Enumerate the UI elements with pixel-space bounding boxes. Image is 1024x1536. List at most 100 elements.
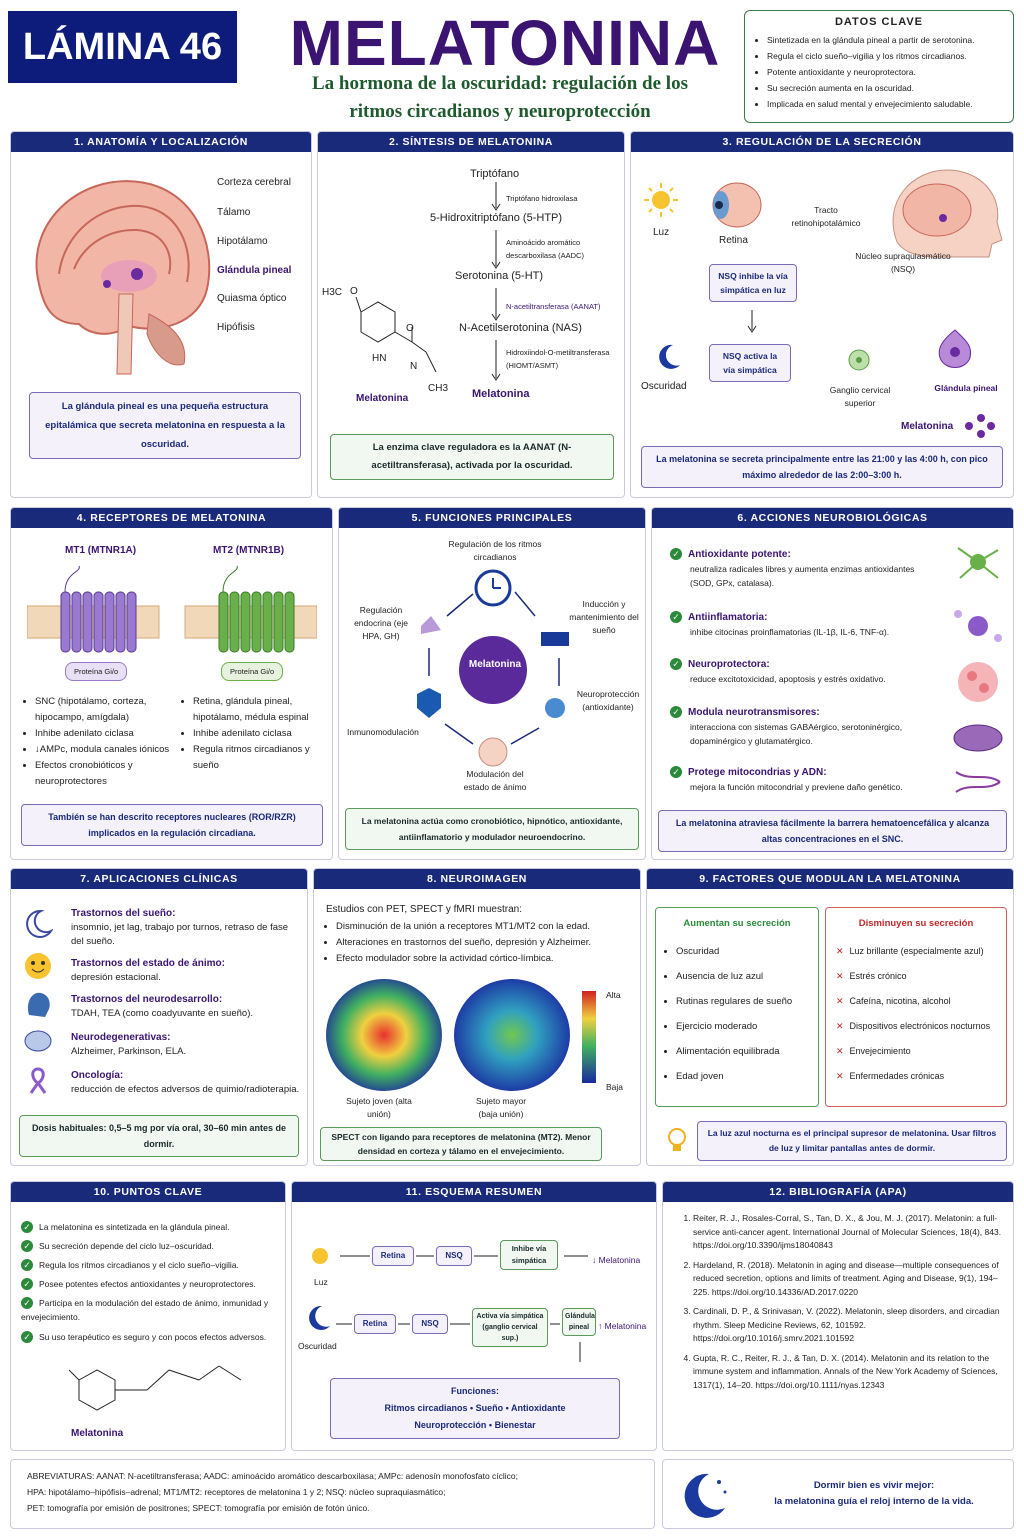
abbreviations-line: ABREVIATURAS: AANAT: N-acetiltransferasa… [27,1471,519,1481]
synthesis-note: La enzima clave reguladora es la AANAT (… [330,434,614,480]
sun-icon [644,183,678,217]
label-oscuridad: Oscuridad [298,1341,337,1351]
panel-title: 1. ANATOMÍA Y LOCALIZACIÓN [11,132,311,152]
mol-o: O [350,286,358,297]
quote-box: Dormir bien es vivir mejor:la melatonina… [662,1459,1014,1529]
label-g-protein-1: Proteína Gi/o [65,662,128,681]
factors-note: La luz azul nocturna es el principal sup… [697,1121,1007,1161]
box-pineal: Glándula pineal [562,1308,596,1336]
melatonin-molecule [355,296,437,373]
reference: Reiter, R. J., Rosales-Corral, S., Tan, … [693,1212,1003,1253]
box-inhibits: Inhibe vía simpática [500,1240,558,1270]
key-point: ✓Su secreción depende del ciclo luz–oscu… [21,1239,281,1253]
summary-functions: Funciones:Ritmos circadianos • Sueño • A… [330,1378,620,1439]
label-melatonin-out: Melatonina [901,421,954,432]
panel-title: 2. SÍNTESIS DE MELATONINA [318,132,624,152]
func-mood: Modulación del estado de ánimo [463,769,527,792]
factor-up: Ejercicio moderado [676,1014,818,1039]
mol-n: N [410,361,418,372]
panel-factors: 9. FACTORES QUE MODULAN LA MELATONINA Au… [646,868,1014,1166]
neuron-icon [957,547,999,579]
func-endocrine: Regulación endocrina (eje HPA, GH) [354,605,408,641]
label-pineal: Glándula pineal [217,265,292,276]
melatonin-structure [68,1365,242,1411]
factor-down: ✕Luz brillante (especialmente azul) [836,946,984,956]
mt2-list: Retina, glándula pineal, hipotálamo, méd… [177,694,327,774]
panel-title: 11. ESQUEMA RESUMEN [292,1182,656,1202]
page-subtitle: La hormona de la oscuridad: regulación d… [312,73,688,122]
label-old: Sujeto mayor (baja unión) [475,1096,527,1119]
reference: Hardeland, R. (2018). Melatonin in aging… [693,1259,1003,1300]
factor-up: Edad joven [676,1064,818,1089]
key-data-box: DATOS CLAVE Sintetizada en la glándula p… [744,10,1014,123]
mt1-item: SNC (hipotálamo, corteza, hipocampo, amí… [35,694,171,726]
receptor-membrane-illustration [27,565,317,653]
scale-high: Alta [606,990,621,1000]
melatonin-molecules-icon [965,414,995,438]
key-data-item: Implicada en salud mental y envejecimien… [767,96,1003,112]
synthesis-arrows [491,182,501,381]
mitochondria-icon [953,724,1003,752]
enzyme-aanat: N-acetiltransferasa (AANAT) [506,302,601,311]
smiley-icon [25,953,51,979]
panel-title: 6. ACCIONES NEUROBIOLÓGICAS [652,508,1013,528]
clinical-item: Trastornos del estado de ánimo:depresión… [71,958,225,983]
panel-clinical: 7. APLICACIONES CLÍNICAS Trastornos del … [10,868,308,1166]
box-retina-day: Retina [372,1246,414,1266]
mt2-item: Regula ritmos circadianos y sueño [193,742,327,774]
action-item: ✓Modula neurotransmisores:interacciona c… [670,706,940,748]
label-nsq: Núcleo supraquiasmático (NSQ) [855,251,951,274]
action-item: ✓Neuroprotectora:reduce excitotoxicidad,… [670,658,940,686]
key-data-item: Su secreción aumenta en la oscuridad. [767,80,1003,96]
moon-icon [659,344,680,369]
clinical-note: Dosis habituales: 0,5–5 mg por vía oral,… [19,1115,299,1157]
clinical-item: Trastornos del neurodesarrollo:TDAH, TEA… [71,994,253,1019]
key-data-item: Regula el ciclo sueño–vigilia y los ritm… [767,48,1003,64]
head-icon [27,992,50,1017]
reference: Gupta, R. C., Reiter, R. J., & Tan, D. X… [693,1352,1003,1393]
panel-title: 8. NEUROIMAGEN [314,869,640,889]
func-immune: Inmunomodulación [347,727,419,737]
brain-scans-image [326,979,570,1091]
ganglion-icon [848,349,870,371]
factors-up-title: Aumentan su secreción [683,918,791,929]
mol-label: Melatonina [71,1428,124,1439]
key-point: ✓Posee potentes efectos antioxidantes y … [21,1277,281,1291]
box-nsq-day: NSQ [436,1246,472,1266]
label-young: Sujeto joven (alta unión) [346,1096,412,1119]
immune-cell-icon [954,610,1002,642]
box-activates: Activa vía simpática (ganglio cervical s… [472,1308,548,1347]
panel-neuroimaging: 8. NEUROIMAGEN Estudios con PET, SPECT y… [313,868,641,1166]
panel-bibliography: 12. BIBLIOGRAFÍA (APA) Reiter, R. J., Ro… [662,1181,1014,1451]
neuro-item: Efecto modulador sobre la actividad córt… [336,951,630,967]
enzyme-aadc: Aminoácido aromático descarboxilasa (AAD… [506,238,584,260]
factor-down: ✕Dispositivos electrónicos nocturnos [836,1021,991,1031]
key-point: ✓Su uso terapéutico es seguro y con poco… [21,1330,281,1344]
neuro-note: SPECT con ligando para receptores de mel… [320,1127,602,1161]
key-data-item: Sintetizada en la glándula pineal a part… [767,32,1003,48]
label-mt1: MT1 (MTNR1A) [65,545,137,556]
label-thalamus: Tálamo [217,207,251,218]
abbreviations-line: PET: tomografía por emisión de positrone… [27,1503,370,1513]
moon-stars-icon [684,1473,727,1518]
actions-note: La melatonina atraviesa fácilmente la ba… [658,810,1007,852]
brain-icon [24,1030,52,1052]
factors-down-box: Disminuyen su secreción ✕Luz brillante (… [825,907,1007,1107]
label-pituitary: Hipófisis [217,322,255,333]
label-retina: Retina [719,235,748,246]
neuro-item: Alteraciones en trastornos del sueño, de… [336,935,630,951]
factor-down: ✕Enfermedades crónicas [836,1071,945,1081]
label-pineal-gland: Glándula pineal [934,383,998,393]
abbreviations-box: ABREVIATURAS: AANAT: N-acetiltransferasa… [10,1459,655,1529]
color-scale-bar [582,991,596,1083]
mt1-item: Efectos cronobióticos y neuroprotectores [35,758,171,790]
reference: Cardinali, D. P., & Srinivasan, V. (2022… [693,1305,1003,1346]
functions-cycle-diagram [417,569,569,767]
factor-up: Rutinas regulares de sueño [676,989,818,1014]
cells-icon [958,662,998,702]
lightbulb-icon [668,1128,686,1151]
mt2-item: Retina, glándula pineal, hipotálamo, méd… [193,694,327,726]
func-circadian: Regulación de los ritmos circadianos [448,539,542,562]
functions-note: La melatonina actúa como cronobiótico, h… [345,808,639,850]
factor-down: ✕Cafeína, nicotina, alcohol [836,996,951,1006]
